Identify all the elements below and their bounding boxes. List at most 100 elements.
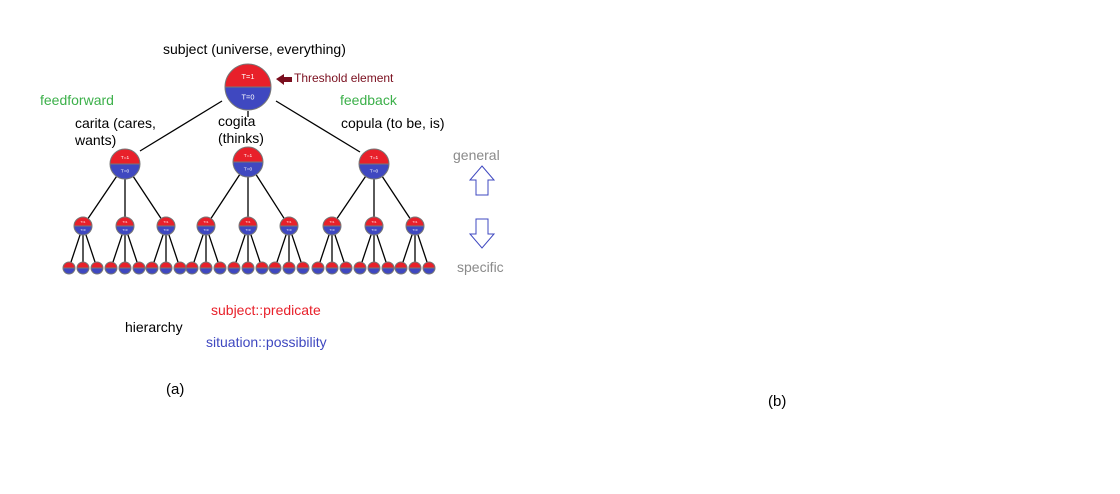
node-top-text: T=1 bbox=[412, 220, 417, 224]
node-top-text: T=1 bbox=[80, 220, 85, 224]
general-label: general bbox=[453, 147, 500, 163]
edge bbox=[127, 234, 139, 264]
edge bbox=[334, 234, 346, 264]
edge bbox=[381, 176, 411, 219]
edge bbox=[168, 234, 180, 264]
leaf-node bbox=[213, 261, 227, 275]
node-bottom-text: T=0 bbox=[371, 228, 376, 232]
node-top-text: T=1 bbox=[370, 155, 379, 161]
leaf-node bbox=[353, 261, 367, 275]
caption-a: (a) bbox=[166, 381, 185, 398]
threshold-label: Threshold element bbox=[294, 71, 394, 85]
node-top-text: T=1 bbox=[371, 220, 376, 224]
leaf-node bbox=[185, 261, 199, 275]
level2-node: T=1T=0 bbox=[322, 216, 342, 236]
leaf-node bbox=[159, 261, 173, 275]
node-top-text: T=1 bbox=[163, 220, 168, 224]
leaf-node bbox=[199, 261, 213, 275]
edge bbox=[111, 234, 123, 264]
threshold-arrow-icon bbox=[276, 74, 292, 85]
edge bbox=[192, 234, 204, 264]
threshold-element-root-node: T=1T=0 bbox=[224, 63, 272, 111]
branch-label-copula: copula (to be, is) bbox=[341, 115, 445, 131]
node-bottom-text: T=0 bbox=[242, 93, 255, 102]
node-bottom-text: T=0 bbox=[370, 168, 379, 174]
level2-node: T=1T=0 bbox=[279, 216, 299, 236]
level2-node: T=1T=0 bbox=[115, 216, 135, 236]
level1-node: T=1T=0 bbox=[358, 148, 390, 180]
leaf-node bbox=[311, 261, 325, 275]
leaf-node bbox=[282, 261, 296, 275]
feedback-label: feedback bbox=[340, 92, 397, 108]
leaf-node bbox=[241, 261, 255, 275]
hierarchy-label: hierarchy bbox=[125, 319, 183, 335]
edge bbox=[336, 176, 367, 219]
node-top-text: T=1 bbox=[242, 72, 255, 81]
edge bbox=[401, 234, 413, 264]
specific-label: specific bbox=[457, 259, 504, 275]
leaf-node bbox=[394, 261, 408, 275]
subject-predicate-label: subject::predicate bbox=[211, 302, 321, 318]
level2-node: T=1T=0 bbox=[73, 216, 93, 236]
feedforward-label: feedforward bbox=[40, 92, 114, 108]
edge bbox=[291, 234, 303, 264]
node-bottom-text: T=0 bbox=[121, 168, 130, 174]
leaf-node bbox=[408, 261, 422, 275]
node-top-text: T=1 bbox=[286, 220, 291, 224]
edge bbox=[69, 234, 81, 264]
leaf-node bbox=[381, 261, 395, 275]
edge-root-carita bbox=[139, 100, 223, 152]
node-top-text: T=1 bbox=[121, 155, 130, 161]
level2-node: T=1T=0 bbox=[364, 216, 384, 236]
leaf-node bbox=[90, 261, 104, 275]
leaf-node bbox=[296, 261, 310, 275]
edge bbox=[152, 234, 164, 264]
level2-node: T=1T=0 bbox=[156, 216, 176, 236]
node-bottom-text: T=0 bbox=[286, 228, 291, 232]
leaf-node bbox=[173, 261, 187, 275]
leaf-node bbox=[268, 261, 282, 275]
situation-possibility-label: situation::possibility bbox=[206, 334, 327, 350]
leaf-node bbox=[145, 261, 159, 275]
edge bbox=[376, 234, 388, 264]
node-bottom-text: T=0 bbox=[80, 228, 85, 232]
level1-node: T=1T=0 bbox=[232, 146, 264, 178]
node-top-text: T=1 bbox=[329, 220, 334, 224]
leaf-node bbox=[367, 261, 381, 275]
leaf-node bbox=[325, 261, 339, 275]
edge bbox=[275, 234, 287, 264]
leaf-node bbox=[255, 261, 269, 275]
edge bbox=[417, 234, 429, 264]
node-top-text: T=1 bbox=[244, 153, 253, 159]
down-arrow-icon bbox=[468, 218, 496, 249]
level2-node: T=1T=0 bbox=[196, 216, 216, 236]
node-bottom-text: T=0 bbox=[122, 228, 127, 232]
branch-label-cogita: cogita (thinks) bbox=[218, 113, 264, 146]
leaf-node bbox=[62, 261, 76, 275]
leaf-node bbox=[118, 261, 132, 275]
caption-b: (b) bbox=[768, 393, 787, 410]
node-top-text: T=1 bbox=[203, 220, 208, 224]
node-top-text: T=1 bbox=[122, 220, 127, 224]
edge bbox=[360, 234, 372, 264]
up-arrow-icon bbox=[468, 165, 496, 196]
edge bbox=[87, 176, 118, 219]
node-bottom-text: T=0 bbox=[244, 166, 253, 172]
leaf-node bbox=[104, 261, 118, 275]
edge bbox=[132, 176, 162, 219]
edge bbox=[210, 174, 241, 219]
leaf-node bbox=[339, 261, 353, 275]
level1-node: T=1T=0 bbox=[109, 148, 141, 180]
leaf-node bbox=[227, 261, 241, 275]
edge-root-copula bbox=[275, 100, 361, 153]
edge bbox=[255, 174, 285, 219]
edge bbox=[318, 234, 330, 264]
edge bbox=[208, 234, 220, 264]
node-bottom-text: T=0 bbox=[163, 228, 168, 232]
root-label: subject (universe, everything) bbox=[163, 41, 346, 57]
leaf-node bbox=[422, 261, 436, 275]
leaf-node bbox=[132, 261, 146, 275]
branch-label-carita: carita (cares, wants) bbox=[75, 115, 156, 148]
node-bottom-text: T=0 bbox=[329, 228, 334, 232]
